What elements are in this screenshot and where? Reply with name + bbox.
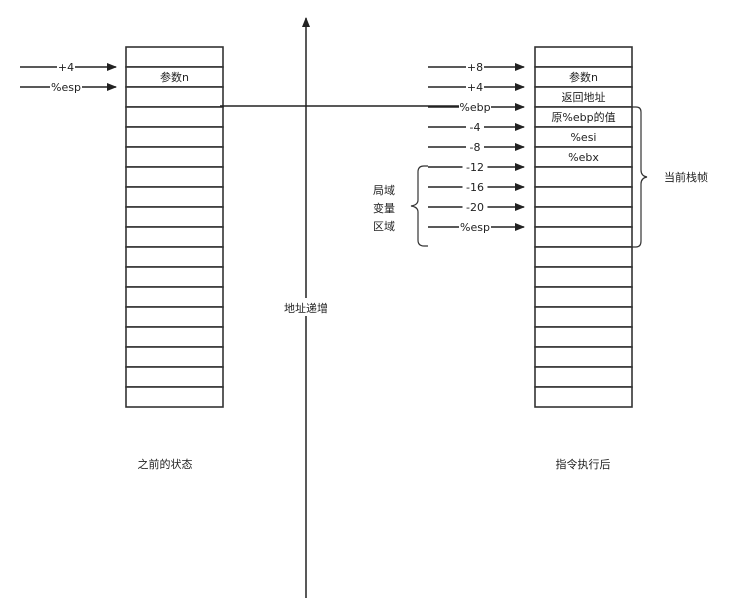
left-stack-cell <box>125 146 224 168</box>
left-stack-cell <box>125 106 224 128</box>
right-stack-cell-label: %esi <box>570 131 596 144</box>
left-stack: 参数n <box>125 46 224 408</box>
left-stack-cell <box>125 46 224 68</box>
left-stack-cell <box>125 206 224 228</box>
right-pointer-label: -8 <box>470 141 481 154</box>
right-pointers: +8 +4 %ebp -4 -8 -12 -16 -20 %esp <box>428 60 525 234</box>
local-label-line-2: 变量 <box>373 201 395 215</box>
left-stack-cell-label: 参数n <box>160 70 189 84</box>
left-pointer-label-bg <box>57 60 75 74</box>
right-pointer-label: +8 <box>467 61 483 74</box>
right-stack-cell <box>534 386 633 408</box>
right-stack-cell <box>534 46 633 68</box>
right-pointer-label: -12 <box>466 161 484 174</box>
right-stack-cell <box>534 326 633 348</box>
left-pointer-label-bg <box>50 80 82 94</box>
right-stack-cell-label: %ebx <box>568 151 599 164</box>
left-stack-cell <box>125 186 224 208</box>
right-stack-cell <box>534 346 633 368</box>
right-stack-cell <box>534 226 633 248</box>
right-stack-cell <box>534 246 633 268</box>
local-label-line-3: 区域 <box>373 220 395 233</box>
right-pointer-label: -16 <box>466 181 484 194</box>
right-pointer-label-bg <box>459 220 491 234</box>
right-pointer-label: +4 <box>467 81 483 94</box>
right-stack-cell-label: 返回地址 <box>562 90 606 104</box>
right-pointer-label-bg <box>462 200 488 214</box>
right-stack-cell-label: 参数n <box>569 70 598 84</box>
left-stack-cell <box>125 266 224 288</box>
left-stack-cell <box>125 366 224 388</box>
axis-label: 地址递增 <box>284 301 328 315</box>
right-pointer-label-bg <box>466 140 484 154</box>
right-stack-cell <box>534 166 633 188</box>
right-pointer-label: -20 <box>466 201 484 214</box>
right-pointer-label: %esp <box>460 221 490 234</box>
right-stack-cell <box>534 206 633 228</box>
left-stack-cell <box>125 86 224 108</box>
right-stack-cell <box>534 306 633 328</box>
axis-label-bg <box>276 298 336 316</box>
left-stack-cell <box>125 246 224 268</box>
left-stack-cell <box>125 286 224 308</box>
left-stack-cell <box>125 346 224 368</box>
right-caption: 指令执行后 <box>556 457 611 471</box>
left-stack-cell <box>125 226 224 248</box>
frame-label: 当前栈帧 <box>664 170 708 184</box>
left-caption: 之前的状态 <box>138 457 193 471</box>
right-stack-cell <box>534 266 633 288</box>
left-stack-cell <box>125 306 224 328</box>
left-pointers: +4 %esp <box>20 60 117 94</box>
right-pointer-label-bg <box>462 180 488 194</box>
right-stack-cell <box>534 366 633 388</box>
local-brace <box>410 165 428 247</box>
left-pointer-label: %esp <box>51 81 81 94</box>
right-pointer-label-bg <box>459 100 491 114</box>
left-stack-cell <box>125 326 224 348</box>
left-stack-cell <box>125 166 224 188</box>
right-pointer-label-bg <box>466 80 484 94</box>
local-label-line-1: 局域 <box>373 184 395 197</box>
right-pointer-label: %ebp <box>459 101 490 114</box>
right-stack-cell <box>534 186 633 208</box>
right-pointer-label-bg <box>462 160 488 174</box>
frame-brace <box>632 106 648 248</box>
left-pointer-label: +4 <box>58 61 74 74</box>
right-pointer-label-bg <box>466 60 484 74</box>
left-stack-cell <box>125 126 224 148</box>
right-pointer-label: -4 <box>470 121 481 134</box>
right-stack-cell-label: 原%ebp的值 <box>551 110 615 124</box>
left-stack-cell <box>125 386 224 408</box>
right-pointer-label-bg <box>466 120 484 134</box>
right-stack-cell <box>534 286 633 308</box>
